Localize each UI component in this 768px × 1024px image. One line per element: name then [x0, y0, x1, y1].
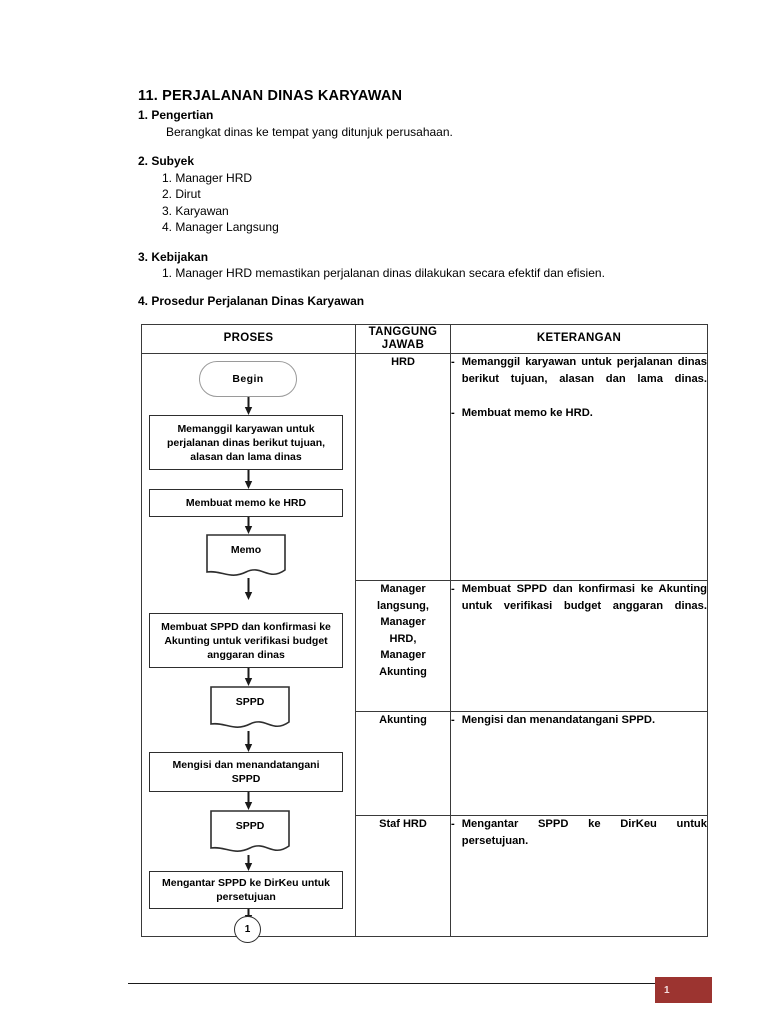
page-number-badge: 1 [655, 977, 712, 1003]
section-heading-kebijakan: 3. Kebijakan [138, 249, 209, 264]
flow-node-sppd-document-2[interactable]: SPPD [210, 810, 290, 856]
table-row-1: Begin Memanggil karyawan untuk perjalana… [141, 353, 708, 943]
subyek-item-4: 4. Manager Langsung [162, 220, 279, 234]
column-header-proses: PROSES [141, 324, 356, 354]
tanggung-jawab-line: Akunting [379, 665, 427, 678]
column-header-keterangan: KETERANGAN [450, 324, 708, 354]
flow-node-begin[interactable]: Begin [199, 361, 297, 397]
flow-node-memanggil-karyawan[interactable]: Memanggil karyawan untuk perjalanan dina… [149, 415, 343, 470]
keterangan-text: Membuat SPPD dan konfirmasi ke Akunting … [461, 583, 707, 612]
footer-divider [128, 983, 655, 984]
tanggung-jawab-line: langsung, [377, 599, 429, 612]
table-row-4: Staf HRD - Mengantar SPPD ke DirKeu untu… [142, 815, 708, 937]
kebijakan-item-1: 1. Manager HRD memastikan perjalanan din… [162, 266, 605, 280]
flow-node-begin-label: Begin [232, 373, 264, 385]
flow-node-connector-1[interactable]: 1 [234, 916, 261, 943]
keterangan-text: Memanggil karyawan untuk perjalanan dina… [461, 356, 707, 385]
bullet-dash-icon: - [451, 583, 455, 595]
tanggung-jawab-cell-3: Akunting [355, 711, 451, 816]
flow-arrow-5 [244, 668, 253, 686]
tanggung-jawab-value-1: HRD [391, 356, 415, 368]
flowchart: Begin Memanggil karyawan untuk perjalana… [142, 354, 356, 943]
flowchart-canvas: Begin Memanggil karyawan untuk perjalana… [142, 354, 356, 943]
procedure-table: PROSES TANGGUNG JAWAB KETERANGAN Begin [141, 324, 708, 943]
flow-arrow-8 [244, 855, 253, 871]
subyek-item-3: 3. Karyawan [162, 203, 229, 218]
flow-node-sppd-1-label: SPPD [235, 696, 265, 708]
table-row-3: Akunting - Mengisi dan menandatangani SP… [142, 711, 708, 816]
tanggung-jawab-cell-4: Staf HRD [355, 815, 451, 937]
bullet-dash-icon: - [451, 356, 455, 368]
keterangan-cell-3: - Mengisi dan menandatangani SPPD. [450, 711, 708, 816]
section-heading-prosedur: 4. Prosedur Perjalanan Dinas Karyawan [138, 293, 365, 308]
proses-cell-flowchart: Begin Memanggil karyawan untuk perjalana… [141, 353, 356, 943]
keterangan-cell-2: - Membuat SPPD dan konfirmasi ke Akuntin… [450, 580, 708, 712]
flow-arrow-1 [244, 397, 253, 415]
column-header-tanggung-jawab-line1: TANGGUNG [368, 325, 438, 338]
flow-node-memanggil-karyawan-label: Memanggil karyawan untuk perjalanan dina… [166, 422, 326, 463]
section-heading-subyek: 2. Subyek [138, 154, 195, 168]
flow-arrow-3 [244, 517, 253, 534]
tanggung-jawab-value-4: Staf HRD [379, 818, 427, 830]
document-shape-icon [206, 534, 286, 576]
keterangan-cell-1: - Memanggil karyawan untuk perjalanan di… [450, 353, 708, 581]
page-number-value: 1 [664, 984, 670, 996]
bullet-dash-icon: - [451, 714, 455, 726]
flow-node-mengantar-sppd-label: Mengantar SPPD ke DirKeu untuk persetuju… [161, 877, 331, 903]
keterangan-item: - Membuat memo ke HRD. [451, 405, 707, 422]
tanggung-jawab-line: Manager [380, 649, 426, 661]
flow-node-membuat-sppd[interactable]: Membuat SPPD dan konfirmasi ke Akunting … [149, 613, 343, 668]
flow-node-memo-label: Memo [230, 544, 262, 556]
tanggung-jawab-line: Manager [380, 616, 426, 628]
flow-arrow-6 [244, 731, 253, 752]
tanggung-jawab-value-3: Akunting [379, 714, 427, 726]
tanggung-jawab-line: Manager [380, 583, 426, 595]
keterangan-item: - Mengisi dan menandatangani SPPD. [451, 712, 707, 729]
document-shape-icon [210, 810, 290, 852]
section-body-pengertian: Berangkat dinas ke tempat yang ditunjuk … [166, 124, 453, 139]
keterangan-text: Mengantar SPPD ke DirKeu untuk persetuju… [461, 818, 707, 847]
table-row-2: Manager langsung, Manager HRD, Manager A… [142, 580, 708, 712]
flow-node-memo-document[interactable]: Memo [206, 534, 286, 580]
keterangan-item: - Memanggil karyawan untuk perjalanan di… [451, 354, 707, 405]
keterangan-item: - Membuat SPPD dan konfirmasi ke Akuntin… [451, 581, 707, 632]
bullet-dash-icon: - [451, 407, 455, 419]
flow-node-membuat-memo-label: Membuat memo ke HRD [185, 497, 307, 509]
tanggung-jawab-cell-2: Manager langsung, Manager HRD, Manager A… [355, 580, 451, 712]
tanggung-jawab-cell-1: HRD [355, 353, 451, 581]
bullet-dash-icon: - [451, 818, 455, 830]
page-title: 11. PERJALANAN DINAS KARYAWAN [138, 88, 403, 104]
flow-node-connector-1-label: 1 [244, 923, 251, 935]
section-heading-pengertian: 1. Pengertian [138, 108, 214, 122]
keterangan-item: - Mengantar SPPD ke DirKeu untuk persetu… [451, 816, 707, 867]
keterangan-text: Mengisi dan menandatangani SPPD. [461, 714, 656, 726]
column-header-tanggung-jawab: TANGGUNG JAWAB [355, 324, 451, 354]
flow-arrow-4 [244, 578, 253, 600]
flow-arrow-2 [244, 470, 253, 489]
table-header-row: PROSES TANGGUNG JAWAB KETERANGAN [141, 324, 708, 354]
flow-node-membuat-sppd-label: Membuat SPPD dan konfirmasi ke Akunting … [161, 620, 331, 661]
flow-node-mengantar-sppd[interactable]: Mengantar SPPD ke DirKeu untuk persetuju… [149, 871, 343, 909]
subyek-item-1: 1. Manager HRD [162, 170, 253, 185]
flow-node-sppd-2-label: SPPD [235, 820, 265, 832]
document-content: 11. PERJALANAN DINAS KARYAWAN 1. Pengert… [138, 88, 718, 309]
keterangan-cell-4: - Mengantar SPPD ke DirKeu untuk persetu… [450, 815, 708, 937]
subyek-item-2: 2. Dirut [162, 187, 201, 201]
flow-node-sppd-document-1[interactable]: SPPD [210, 686, 290, 732]
tanggung-jawab-line: HRD, [389, 632, 417, 645]
column-header-tanggung-jawab-line2: JAWAB [381, 339, 425, 351]
flow-arrow-7 [244, 792, 253, 810]
flow-node-mengisi-sppd[interactable]: Mengisi dan menandatangani SPPD [149, 752, 343, 792]
flow-node-membuat-memo[interactable]: Membuat memo ke HRD [149, 489, 343, 517]
flow-node-mengisi-sppd-label: Mengisi dan menandatangani SPPD [172, 759, 320, 785]
document-shape-icon [210, 686, 290, 728]
keterangan-text: Membuat memo ke HRD. [461, 407, 593, 419]
